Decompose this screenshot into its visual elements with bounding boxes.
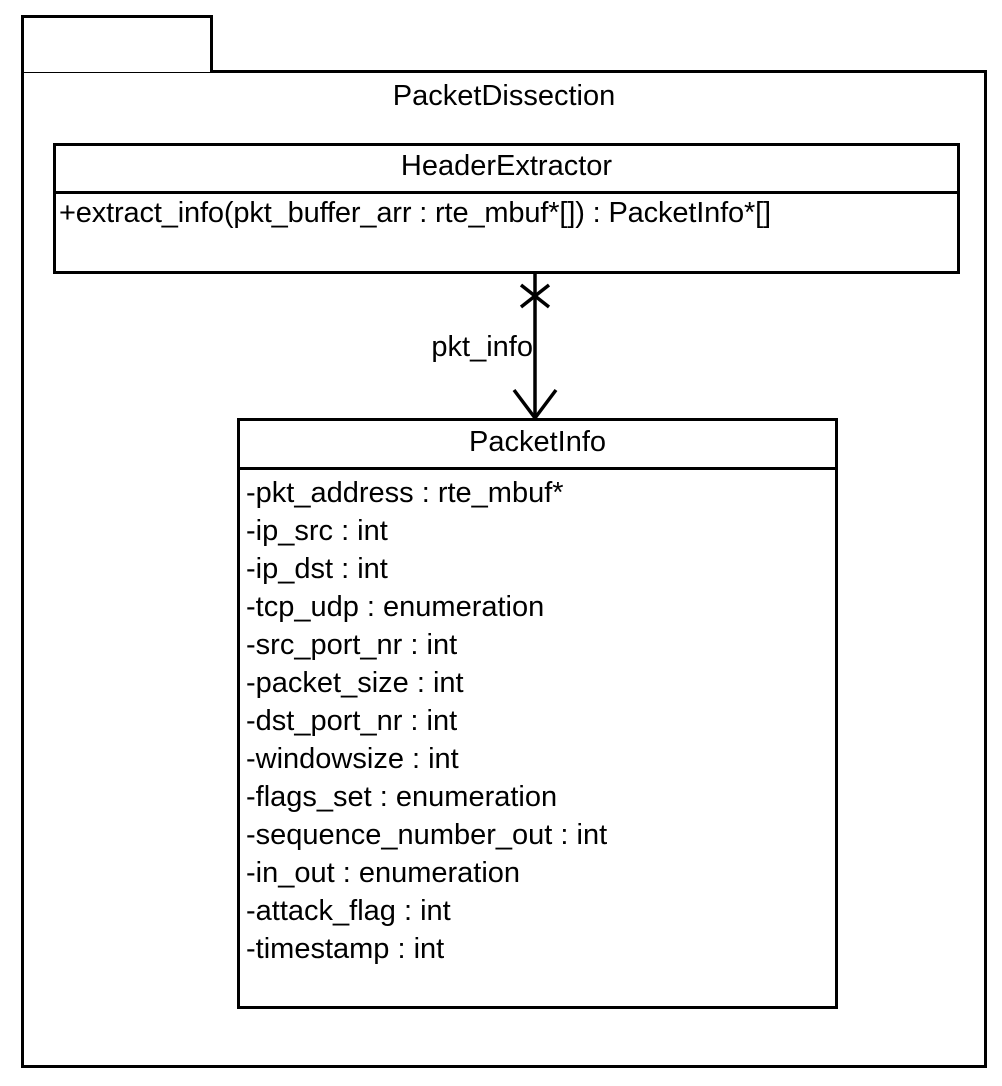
package-tab [21,15,213,72]
class-name-packet-info: PacketInfo [240,421,835,470]
operations-compartment-header-extractor: +extract_info(pkt_buffer_arr : rte_mbuf*… [56,194,957,232]
package-title: PacketDissection [392,80,616,112]
attribute-row: -tcp_udp : enumeration [246,591,545,623]
operation-row: +extract_info(pkt_buffer_arr : rte_mbuf*… [59,197,771,229]
attribute-row: -packet_size : int [246,667,464,699]
attribute-row: -attack_flag : int [246,895,451,927]
attribute-row: -src_port_nr : int [246,629,458,661]
class-box-packet-info[interactable]: PacketInfo -pkt_address : rte_mbuf* -ip_s… [237,418,838,1009]
class-name-header-extractor: HeaderExtractor [56,146,957,194]
attribute-row: -in_out : enumeration [246,857,521,889]
attribute-row: -flags_set : enumeration [246,781,558,813]
attribute-row: -pkt_address : rte_mbuf* [246,477,564,509]
attribute-row: -timestamp : int [246,933,445,965]
attribute-row: -windowsize : int [246,743,459,775]
attributes-compartment-packet-info: -pkt_address : rte_mbuf* -ip_src : int -ip… [240,470,835,968]
attribute-row: -ip_src : int [246,515,388,547]
association-label-pkt-info: pkt_info [431,331,533,363]
class-box-header-extractor[interactable]: HeaderExtractor +extract_info(pkt_buffer… [53,143,960,274]
attribute-row: -ip_dst : int [246,553,388,585]
attribute-row: -dst_port_nr : int [246,705,458,737]
attribute-row: -sequence_number_out : int [246,819,608,851]
